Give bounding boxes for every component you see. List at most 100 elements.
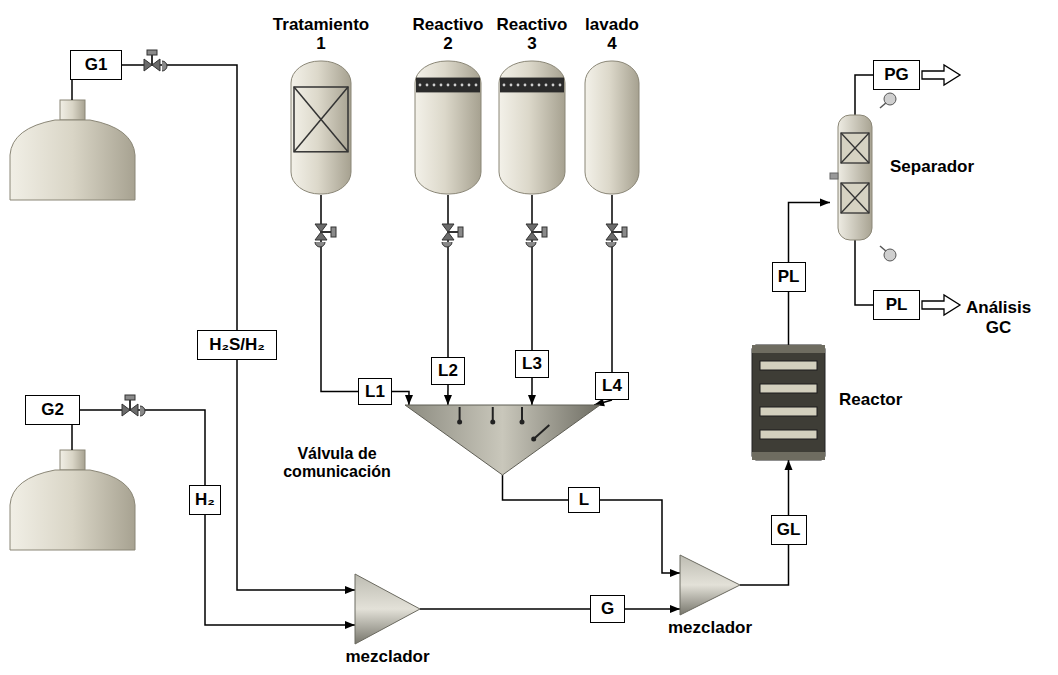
gas-cylinder [10, 450, 135, 550]
pipe-connector [788, 292, 789, 345]
pipe-connector [612, 195, 613, 372]
drawing-part [500, 78, 564, 93]
gas-line [71, 80, 73, 100]
shape-label: Tratamiento 1 [273, 15, 369, 54]
flow-valve [606, 224, 627, 247]
drawing-part [841, 183, 869, 213]
process-box: PL [772, 262, 806, 292]
drawing-part [521, 407, 523, 421]
shape-label: mezclador [668, 618, 752, 638]
shape-label: Reactivo 2 [413, 15, 484, 54]
shape-label: mezclador [345, 647, 429, 667]
drawing-part [294, 87, 348, 152]
drawing-part [830, 173, 838, 179]
drawing-part [545, 84, 548, 87]
drawing-part [884, 93, 896, 105]
drawing-part [752, 345, 825, 353]
shape-outline [405, 405, 600, 475]
process-box: G1 [70, 50, 122, 80]
pipe-line [789, 203, 831, 263]
gas-cylinder [10, 100, 135, 200]
arrow-head [670, 569, 680, 577]
pipe-line [205, 515, 355, 625]
flow-valve [144, 50, 167, 71]
mixer-symbol: mezclador [355, 574, 420, 644]
box-label: L1 [365, 382, 385, 402]
shape-outline [752, 345, 825, 460]
pipe-connector [600, 500, 680, 577]
pipe-connector [855, 240, 873, 305]
annotation-label: Análisis GC [966, 298, 1031, 337]
box-label: PL [886, 295, 908, 315]
drawing-part [447, 84, 450, 87]
drawing-part [499, 61, 565, 194]
process-box: L [568, 487, 600, 513]
shape-outline [414, 60, 482, 195]
shape-outline [290, 60, 352, 195]
arrow-head [785, 460, 793, 470]
box-label: PL [778, 267, 800, 287]
drawing-part [752, 345, 825, 460]
process-box: GL [771, 515, 807, 545]
drawing-part [475, 84, 478, 87]
process-box: G [590, 595, 625, 623]
drawing-part [520, 420, 525, 425]
drawing-part [841, 183, 869, 213]
box-label: PG [884, 65, 909, 85]
pipe-line [600, 500, 680, 573]
box-label: L2 [438, 361, 458, 381]
drawing-part [459, 407, 461, 421]
shape-outline [680, 555, 740, 615]
shape-label: Separador [890, 157, 974, 177]
drawing-part [838, 115, 872, 240]
drawing-part [294, 87, 348, 152]
pipe-connector [392, 392, 413, 406]
arrow-head [528, 395, 536, 405]
drawing-part [841, 133, 869, 163]
shape-label: Reactivo 3 [497, 15, 568, 54]
drawing-part [355, 574, 420, 644]
arrow-head [345, 621, 355, 629]
drawing-part [457, 420, 462, 425]
storage-vessel: lavado 4 [584, 60, 640, 195]
drawing-part [454, 84, 457, 87]
shape-outline [584, 60, 640, 195]
drawing-part [405, 405, 600, 475]
outlet-arrow [922, 295, 960, 315]
pipe-connector [122, 65, 237, 330]
shape-label: Válvula de comunicación [273, 445, 401, 482]
storage-vessel: Tratamiento 1 [290, 60, 352, 195]
pipe-connector [205, 515, 355, 629]
storage-vessel: Reactivo 3 [498, 60, 566, 195]
box-label: G1 [85, 55, 108, 75]
arrow-head [405, 395, 413, 405]
separator-column: Separador [830, 115, 880, 240]
pipe-line [855, 75, 873, 115]
pipe-connector [740, 545, 789, 585]
drawing-part [415, 61, 481, 194]
gas-line [71, 425, 73, 450]
process-box: L3 [515, 350, 549, 378]
pipe-connector [420, 609, 590, 610]
arrow-head [670, 605, 680, 613]
drawing-part [492, 407, 494, 421]
box-label: G2 [41, 400, 64, 420]
drawing-part [468, 84, 471, 87]
pipe-line [420, 608, 590, 610]
process-box: PL [873, 290, 920, 320]
process-box: L1 [358, 378, 392, 405]
drawing-part [760, 430, 817, 439]
box-label: G [601, 599, 614, 619]
pipe-line [855, 240, 873, 305]
pipe-line [611, 195, 613, 372]
pipe-connector [503, 475, 569, 500]
drawing-part [426, 84, 429, 87]
drawing-part [531, 437, 536, 442]
drawing-part [503, 84, 506, 87]
flow-valve [315, 224, 336, 247]
pipe-connector [528, 378, 536, 405]
drawing-part [490, 420, 495, 425]
shape-label: Reactor [839, 390, 902, 410]
shape-outline [830, 115, 880, 240]
box-label: L3 [522, 354, 542, 374]
